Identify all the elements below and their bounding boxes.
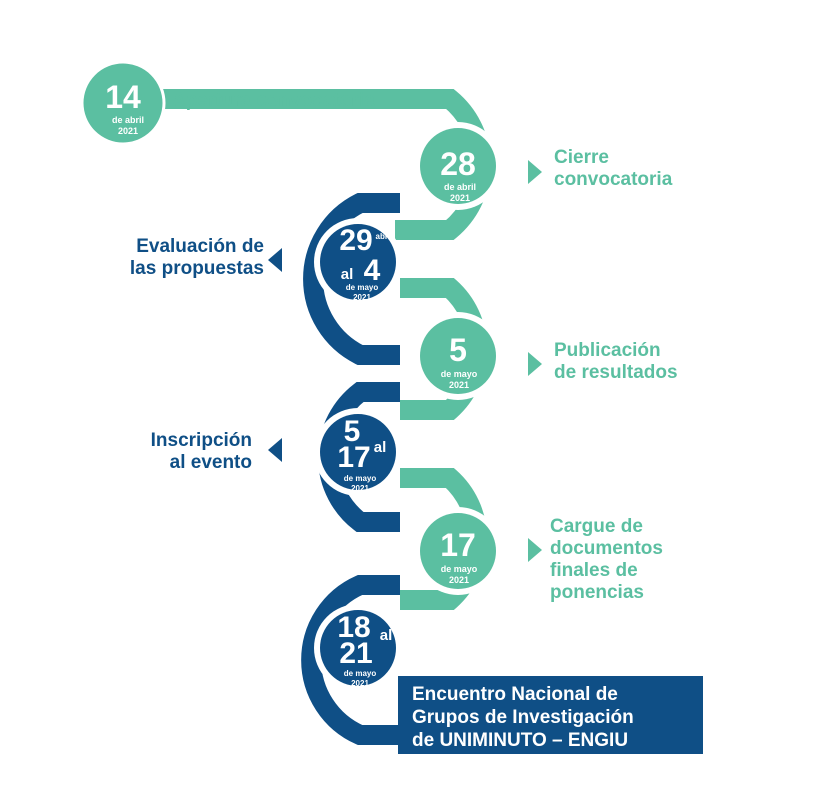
milestone-label-5-line2: al evento xyxy=(170,452,252,473)
svg-text:21: 21 xyxy=(339,637,372,670)
svg-text:de mayo: de mayo xyxy=(344,669,377,678)
pointer-teal-2 xyxy=(528,352,542,376)
milestone-circle-7: 18 al 21 de mayo 2021 xyxy=(314,604,402,692)
pointer-teal-1 xyxy=(528,160,542,184)
svg-text:al: al xyxy=(341,266,354,283)
svg-text:18: 18 xyxy=(337,611,370,644)
svg-text:de abril: de abril xyxy=(444,182,476,192)
final-event-line3: de UNIMINUTO – ENGIU xyxy=(412,730,629,751)
svg-text:2021: 2021 xyxy=(118,126,138,136)
milestone-label-3-line1: Evaluación de xyxy=(136,236,264,257)
svg-text:2021: 2021 xyxy=(449,575,469,585)
svg-text:29: 29 xyxy=(339,224,372,257)
milestone-circle-6: 17 de mayo 2021 xyxy=(414,507,502,595)
svg-text:17: 17 xyxy=(337,441,370,474)
svg-text:2021: 2021 xyxy=(449,380,469,390)
svg-text:de mayo: de mayo xyxy=(346,283,379,292)
milestone-label-2-line2: convocatoria xyxy=(554,169,673,190)
svg-text:14: 14 xyxy=(105,79,141,115)
milestone-label-2-line1: Cierre xyxy=(554,147,609,168)
svg-text:al: al xyxy=(380,627,393,644)
svg-text:al: al xyxy=(374,439,387,456)
svg-text:2021: 2021 xyxy=(351,679,369,688)
milestone-circle-2: 28 de abril 2021 xyxy=(414,122,502,210)
svg-text:de mayo: de mayo xyxy=(441,564,478,574)
svg-text:2021: 2021 xyxy=(353,293,371,302)
svg-text:2021: 2021 xyxy=(351,484,369,493)
pointer-teal-3 xyxy=(528,538,542,562)
pointer-navy-1 xyxy=(268,248,282,272)
milestone-circle-5: 5 al 17 de mayo 2021 xyxy=(314,408,402,496)
svg-text:5: 5 xyxy=(449,332,467,368)
svg-text:de abril: de abril xyxy=(112,115,144,125)
svg-text:4: 4 xyxy=(364,254,381,287)
pointer-navy-2 xyxy=(268,438,282,462)
milestone-label-4-line2: de resultados xyxy=(554,362,678,383)
milestone-label-4-line1: Publicación xyxy=(554,340,661,361)
milestone-circle-1: 14 de abril 2021 xyxy=(80,60,166,146)
milestone-label-5-line1: Inscripción xyxy=(151,430,252,451)
final-event-box: Encuentro Nacional de Grupos de Investig… xyxy=(398,676,703,754)
final-event-line1: Encuentro Nacional de xyxy=(412,684,618,705)
final-event-line2: Grupos de Investigación xyxy=(412,707,634,728)
milestone-label-1: Apertura convocatoria xyxy=(172,90,375,111)
svg-text:17: 17 xyxy=(440,527,476,563)
svg-text:2021: 2021 xyxy=(450,193,470,203)
milestone-label-6-line2: documentos xyxy=(550,538,663,559)
milestone-label-6-line4: ponencias xyxy=(550,582,644,603)
milestone-label-6-line3: finales de xyxy=(550,560,638,581)
milestone-circle-4: 5 de mayo 2021 xyxy=(414,312,502,400)
svg-text:de mayo: de mayo xyxy=(344,474,377,483)
svg-text:5: 5 xyxy=(344,415,361,448)
milestone-label-3-line2: las propuestas xyxy=(130,258,264,279)
svg-text:abril: abril xyxy=(376,232,393,241)
svg-text:de mayo: de mayo xyxy=(441,369,478,379)
svg-text:28: 28 xyxy=(440,146,476,182)
milestone-circle-3: 29 abril al 4 de mayo 2021 xyxy=(314,218,402,306)
milestone-label-6-line1: Cargue de xyxy=(550,516,643,537)
